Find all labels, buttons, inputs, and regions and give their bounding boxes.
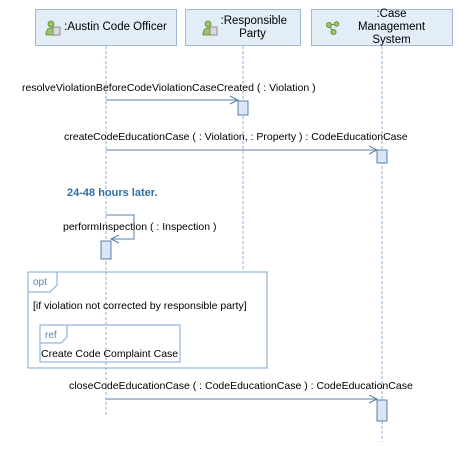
arrowhead-icon: [109, 234, 120, 244]
arrowhead-icon: [368, 145, 379, 155]
opt-frame-tag-shape: [27, 272, 58, 293]
message-label-create-education-case[interactable]: createCodeEducationCase ( : Violation, :…: [64, 131, 408, 143]
lifeline-label-austin-code-officer: :Austin Code Officer: [64, 21, 167, 33]
ref-frame-tag-shape: [39, 325, 68, 344]
message-label-close-education-case[interactable]: closeCodeEducationCase ( : CodeEducation…: [69, 380, 413, 392]
lifeline-label-responsible-party: :Responsible Party: [220, 14, 287, 40]
actor-icon: [202, 20, 217, 35]
opt-frame: [27, 271, 268, 369]
ref-frame-tag: ref: [45, 330, 57, 341]
lifeline-label-case-management-system: :Case Management System: [357, 8, 426, 46]
lifeline-head-austin-code-officer[interactable]: :Austin Code Officer: [35, 9, 177, 46]
message-label-perform-inspection[interactable]: performInspection ( : Inspection ): [63, 221, 217, 233]
arrowhead-icon: [229, 95, 240, 105]
component-icon: [325, 20, 339, 35]
actor-icon: [45, 20, 61, 35]
timing-note: 24-48 hours later.: [67, 187, 158, 199]
activation-bar-responsible-party: [237, 100, 249, 116]
ref-frame-text[interactable]: Create Code Complaint Case: [41, 348, 179, 360]
activation-bar-create-education-case: [376, 149, 388, 164]
lifeline-head-responsible-party[interactable]: :Responsible Party: [185, 9, 301, 46]
message-label-resolve-violation[interactable]: resolveViolationBeforeCodeViolationCaseC…: [22, 82, 316, 94]
opt-frame-tag: opt: [33, 277, 47, 288]
opt-frame-guard: [if violation not corrected by responsib…: [33, 300, 247, 312]
message-arrow-perform-inspection: [106, 214, 135, 240]
lifeline-head-case-management-system[interactable]: :Case Management System: [311, 8, 453, 46]
activation-bar-close-education-case: [376, 399, 388, 422]
activation-bar-perform-inspection: [100, 240, 112, 260]
arrowhead-icon: [368, 394, 379, 404]
